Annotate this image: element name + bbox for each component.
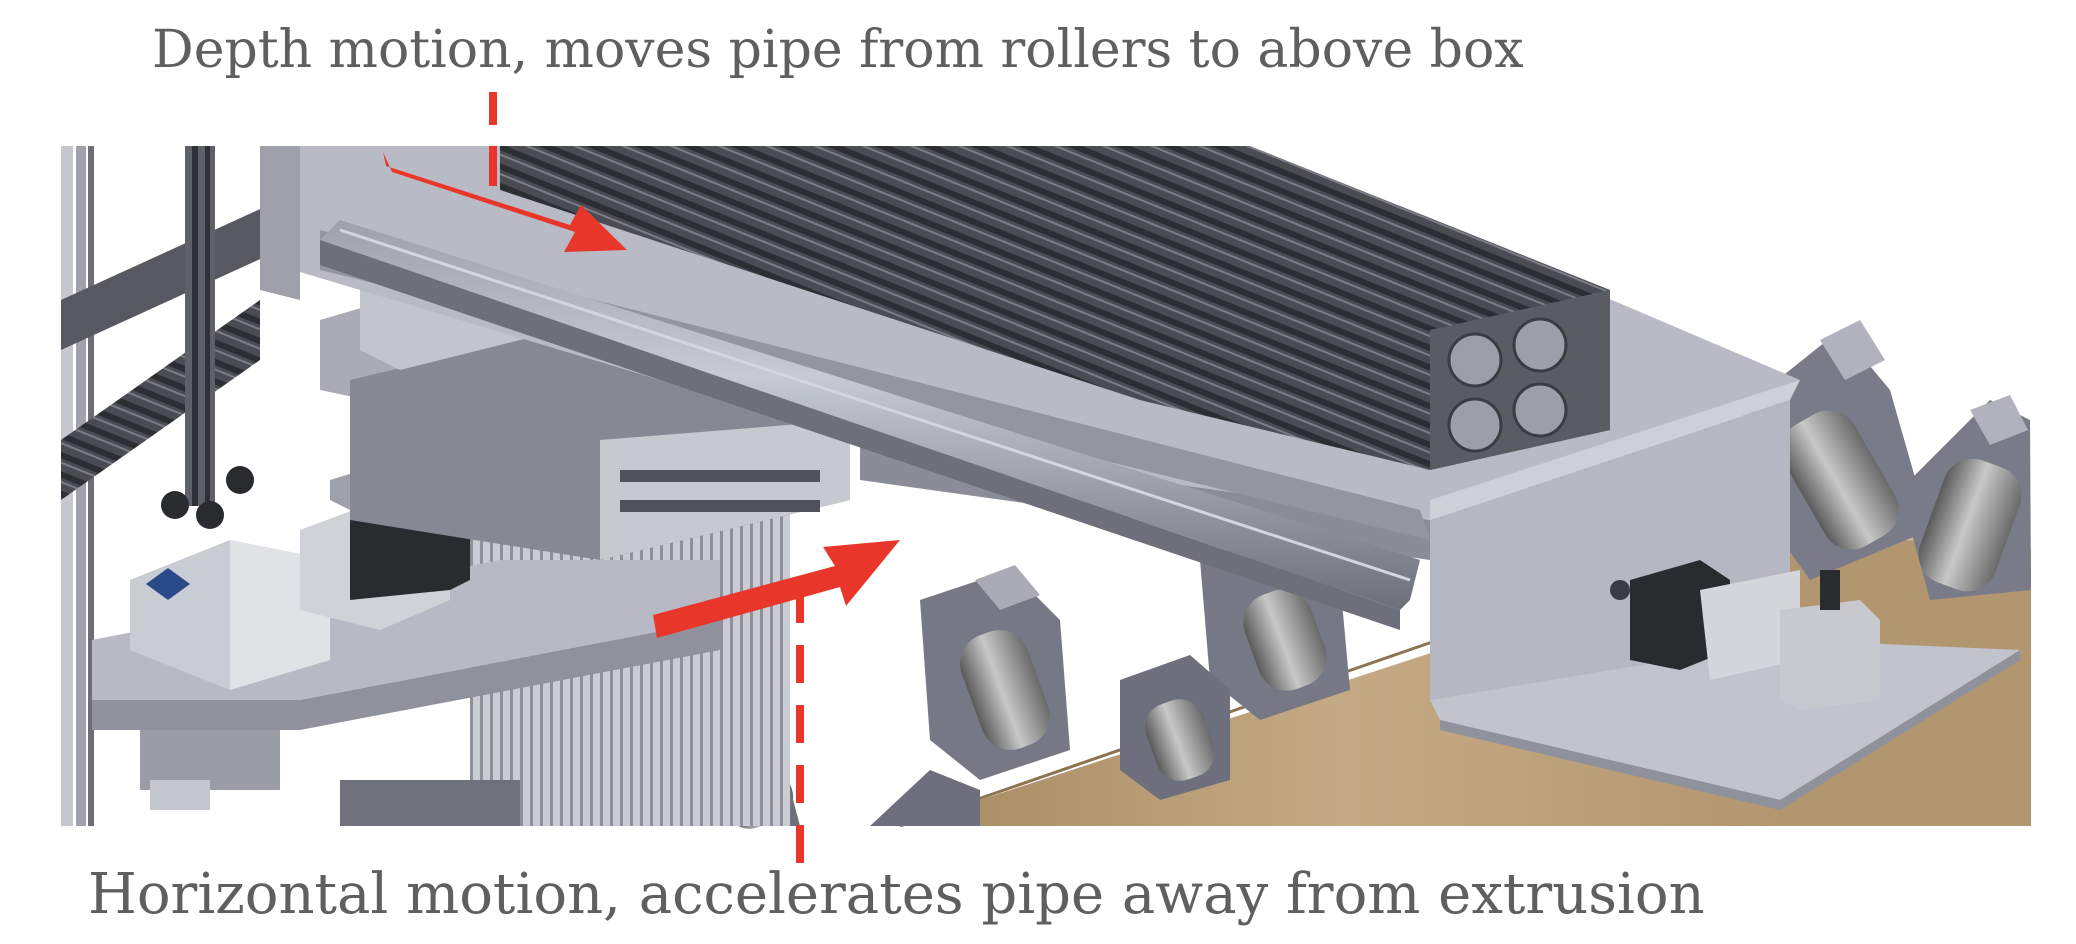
left-carriage <box>92 440 720 810</box>
diamond-logo-icon <box>146 568 190 600</box>
leader-lines <box>489 92 804 873</box>
caption-depth-motion: Depth motion, moves pipe from rollers to… <box>152 20 1524 80</box>
roller-7 <box>1900 395 2031 600</box>
caption-horizontal-motion: Horizontal motion, accelerates pipe away… <box>88 862 1705 927</box>
right-end-block <box>1430 380 2020 810</box>
aluminum-extrusion <box>500 146 1610 470</box>
roller-1 <box>920 565 1070 780</box>
roller-3 <box>1120 655 1230 800</box>
pipe-rod <box>320 220 1420 630</box>
horizontal-arrow-icon <box>653 540 900 638</box>
depth-arrow-icon <box>383 152 627 252</box>
roller-5 <box>870 770 980 826</box>
